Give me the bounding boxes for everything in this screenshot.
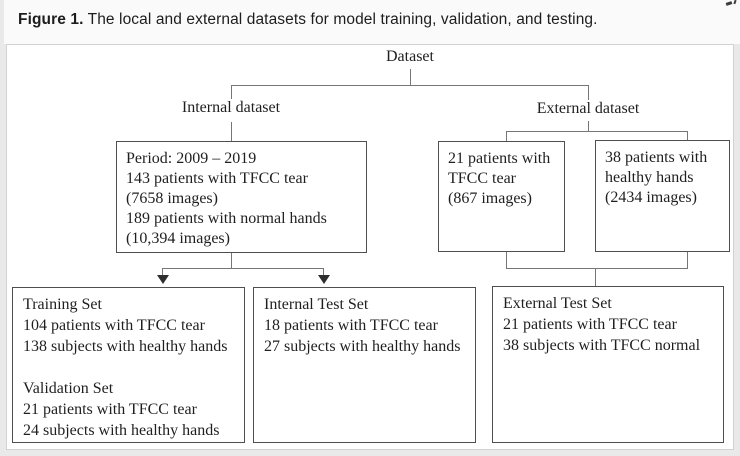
box-line: healthy hands (605, 169, 694, 186)
corner-artifact-icon (725, 0, 737, 6)
box-line: (2434 images) (605, 189, 697, 206)
box-line: 189 patients with normal hands (126, 210, 327, 227)
box-line (23, 357, 234, 378)
box-line: (867 images) (448, 190, 532, 207)
node-internal-dataset: Internal dataset (181, 99, 281, 116)
box-line: Validation Set (23, 380, 114, 397)
box-line: 21 patients with TFCC tear (503, 316, 677, 333)
internal-test-box: Internal Test Set 18 patients with TFCC … (253, 287, 476, 443)
box-line: Internal Test Set (264, 296, 369, 313)
box-line: (7658 images) (126, 190, 218, 207)
box-line: 21 patients with TFCC tear (23, 401, 197, 418)
connector-external-split-right (687, 131, 688, 141)
connector-external-merge-horizontal (506, 268, 688, 269)
connector-external-healthy-down (687, 252, 688, 268)
connector-internal-split-horizontal (162, 268, 324, 269)
box-line: TFCC tear (448, 170, 516, 187)
caption-band (4, 0, 740, 44)
box-line: 24 subjects with healthy hands (23, 422, 220, 439)
box-line: (10,394 images) (126, 230, 230, 247)
external-healthy-box: 38 patients with healthy hands (2434 ima… (595, 140, 730, 252)
box-line: Period: 2009 – 2019 (126, 150, 257, 167)
box-line: 38 patients with (605, 149, 708, 166)
figure-caption: Figure 1. The local and external dataset… (18, 11, 598, 29)
box-line: 143 patients with TFCC tear (126, 170, 308, 187)
connector-arrow-right-stub (323, 268, 324, 276)
connector-internal-box-down (231, 253, 232, 268)
connector-external-label-down (588, 121, 589, 131)
box-line: 38 subjects with TFCC normal (503, 337, 701, 354)
connector-root-vertical (410, 69, 411, 85)
box-line: 138 subjects with healthy hands (23, 338, 228, 355)
arrowhead-training-icon (157, 275, 169, 284)
external-tear-box: 21 patients with TFCC tear (867 images) (438, 141, 565, 252)
connector-external-split-horizontal (506, 131, 688, 132)
box-line: 104 patients with TFCC tear (23, 317, 205, 334)
connector-internal-label-to-box (231, 122, 232, 141)
box-line: 18 patients with TFCC tear (264, 317, 438, 334)
connector-root-horizontal (231, 85, 589, 86)
box-line: 21 patients with (448, 150, 551, 167)
training-validation-box: Training Set 104 patients with TFCC tear… (12, 287, 245, 443)
connector-internal-drop (231, 85, 232, 99)
box-line: 27 subjects with healthy hands (264, 338, 461, 355)
external-test-box: External Test Set 21 patients with TFCC … (492, 286, 724, 443)
figure-caption-text: The local and external datasets for mode… (83, 11, 598, 28)
connector-external-split-left (506, 131, 507, 141)
node-external-dataset: External dataset (536, 100, 640, 117)
box-line: Training Set (23, 296, 102, 313)
node-dataset: Dataset (386, 48, 434, 65)
arrowhead-internal-test-icon (318, 275, 330, 284)
connector-external-test-drop (595, 268, 596, 286)
connector-external-tear-down (506, 252, 507, 268)
connector-arrow-left-stub (162, 268, 163, 276)
figure-caption-label: Figure 1. (18, 11, 84, 28)
internal-dataset-box: Period: 2009 – 2019 143 patients with TF… (116, 141, 367, 253)
connector-external-drop (588, 85, 589, 100)
box-line: External Test Set (503, 295, 612, 312)
